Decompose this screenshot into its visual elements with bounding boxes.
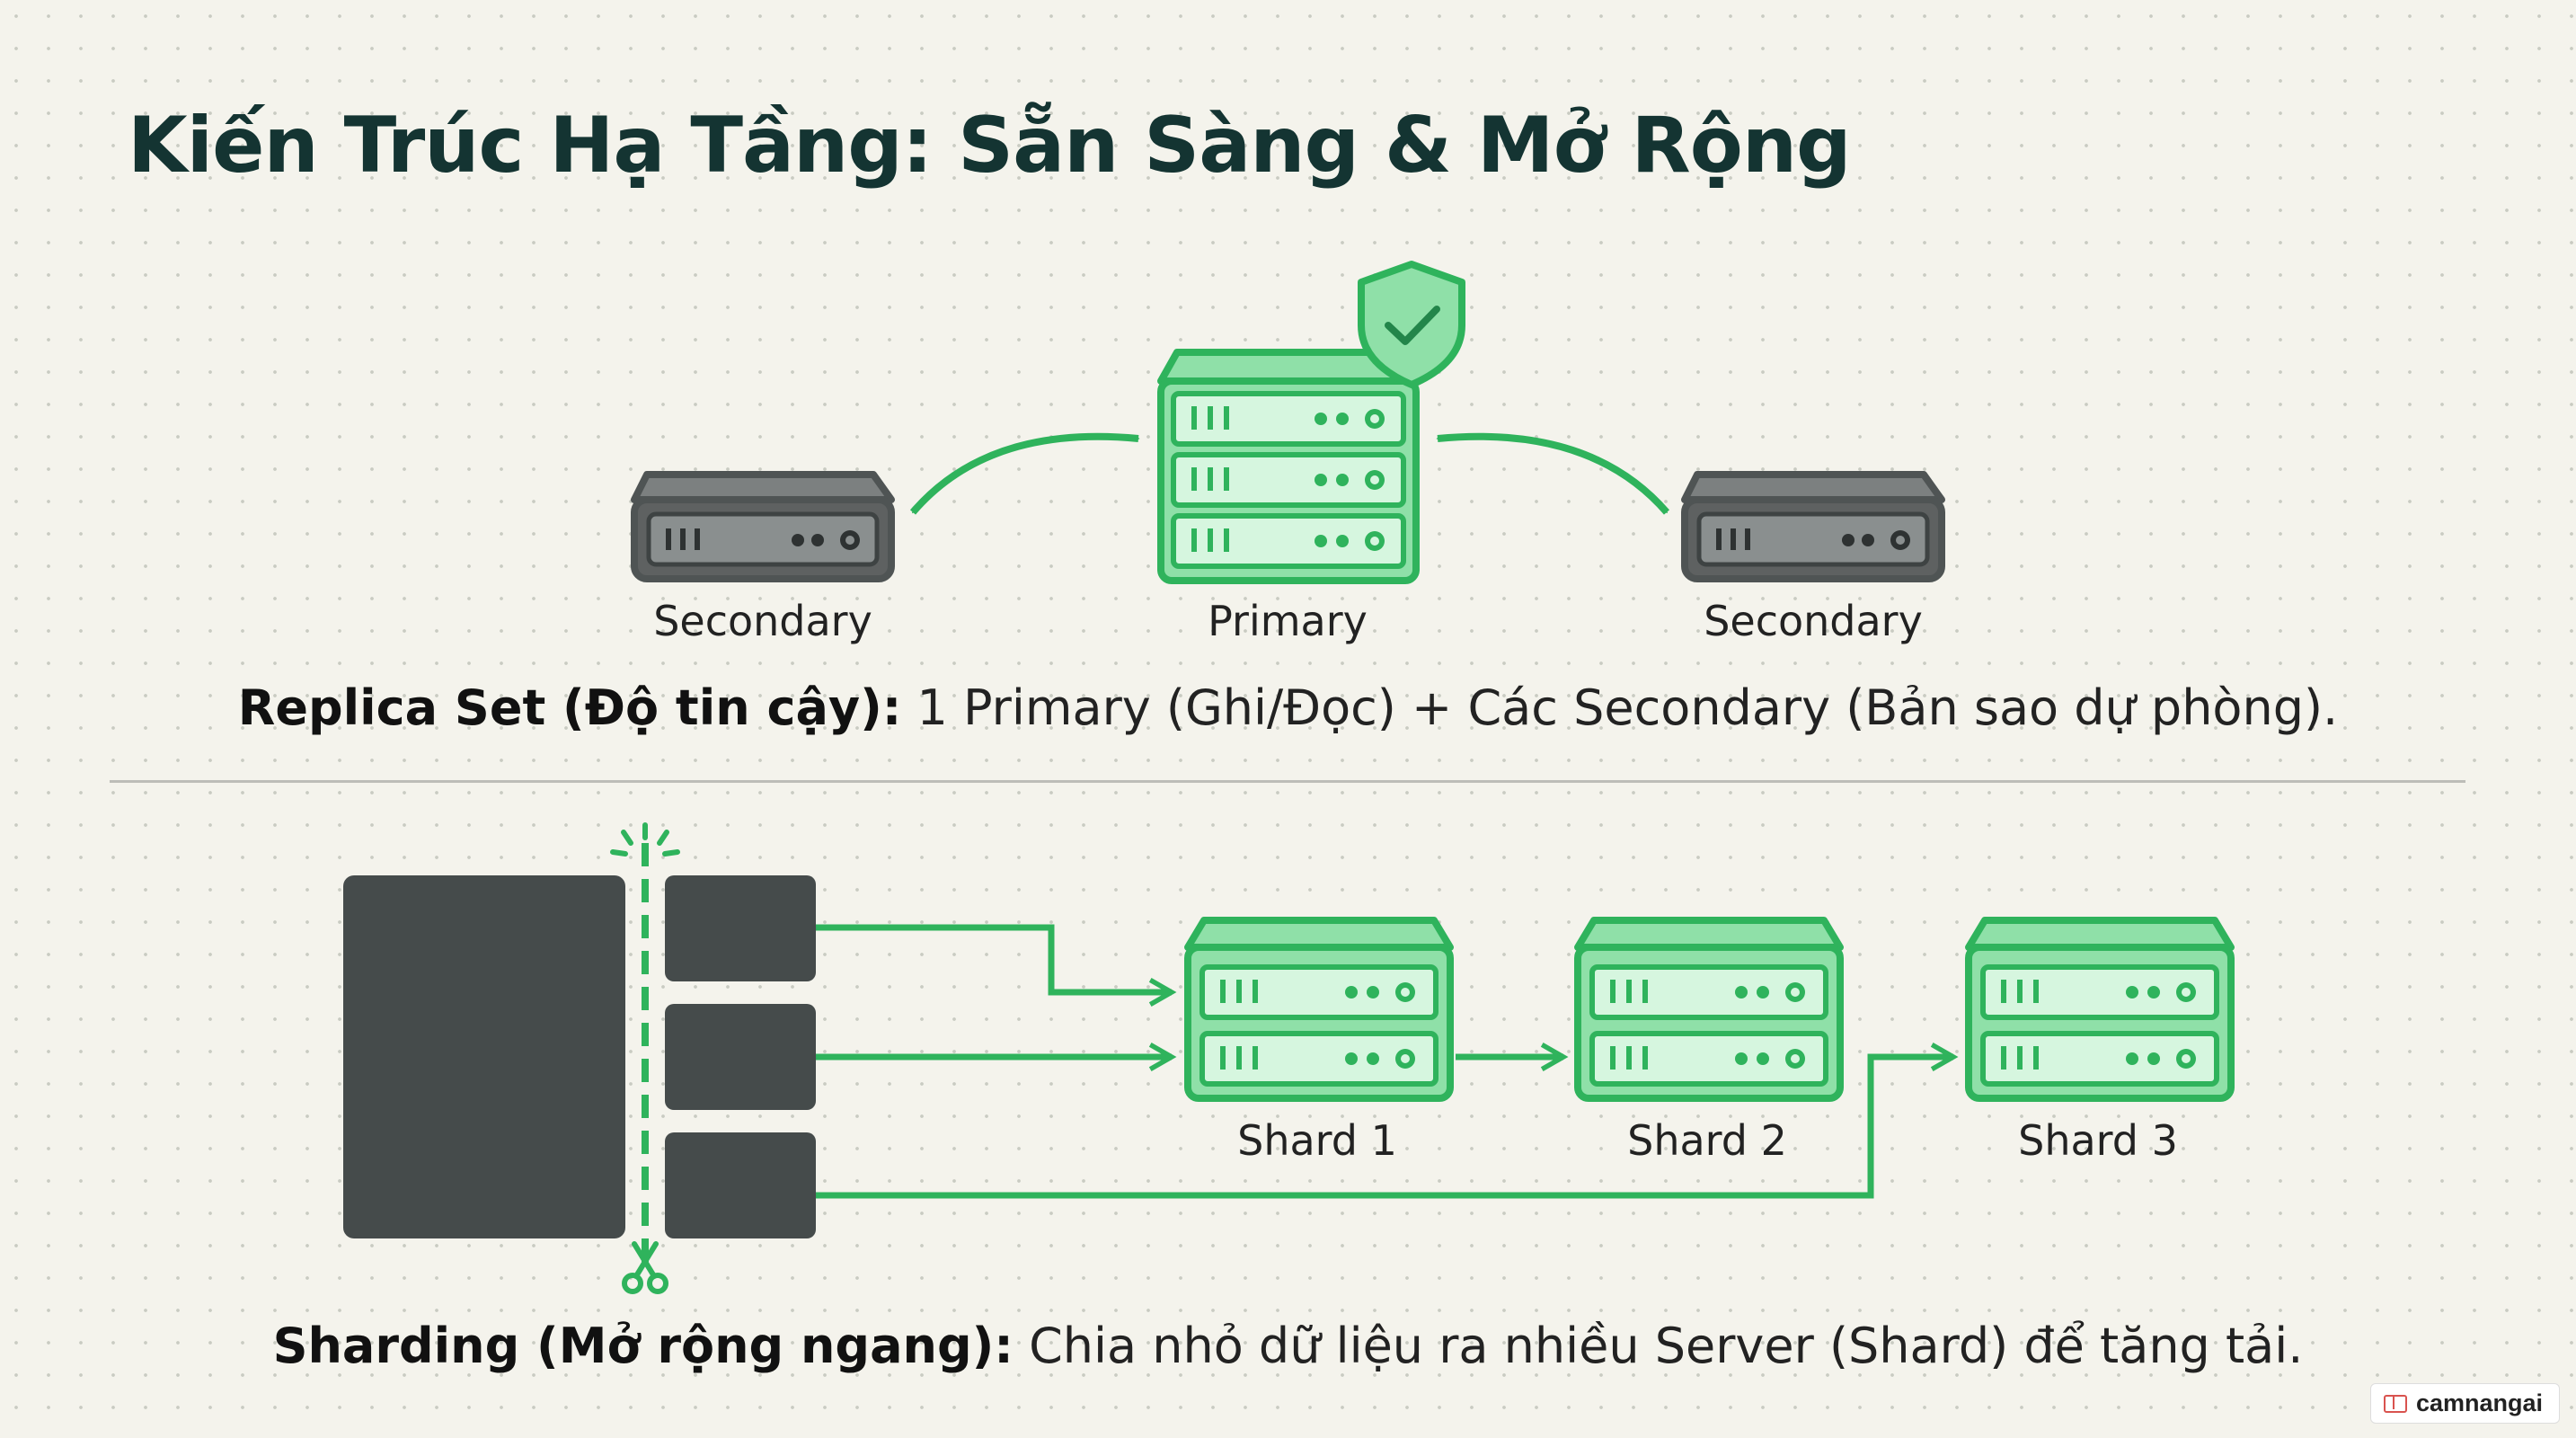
sharding-caption: Sharding (Mở rộng ngang): Chia nhỏ dữ li… [0,1318,2576,1374]
secondary-server-right-icon [1681,471,1945,582]
replica-caption: Replica Set (Độ tin cậy): 1 Primary (Ghi… [0,679,2576,736]
cut-spark-icon [610,822,680,857]
replica-caption-text: 1 Primary (Ghi/Đọc) + Các Secondary (Bản… [901,679,2339,736]
watermark-badge: camnangai [2369,1383,2560,1424]
replica-arrow-right [1436,432,1670,515]
shard-label-1: Shard 1 [1237,1116,1397,1165]
primary-server-icon [1157,349,1420,584]
sharding-caption-text: Chia nhỏ dữ liệu ra nhiều Server (Shard)… [1013,1318,2304,1374]
scissors-icon [622,1241,668,1294]
shard-label-3: Shard 3 [2018,1116,2178,1165]
section-divider [110,780,2465,783]
shard-label-2: Shard 2 [1627,1116,1787,1165]
watermark-label: camnangai [2415,1389,2543,1416]
shard-arrow-1 [816,924,1177,1007]
shard-arrow-3 [816,1043,1959,1199]
sharding-caption-bold: Sharding (Mở rộng ngang): [272,1318,1014,1374]
secondary-server-left-icon [631,471,895,582]
shard-server-3-icon [1965,917,2235,1102]
data-block-icon [343,875,816,1238]
book-icon [2383,1394,2407,1413]
replica-caption-bold: Replica Set (Độ tin cậy): [237,679,902,736]
node-label-primary: Primary [1208,597,1368,645]
shard-server-2-icon [1574,917,1844,1102]
shard-server-1-icon [1184,917,1454,1102]
page-title: Kiến Trúc Hạ Tầng: Sẵn Sàng & Mở Rộng [128,101,1852,191]
replica-arrow-left [909,432,1140,515]
shield-check-icon [1358,261,1465,388]
node-label-secondary-right: Secondary [1704,597,1923,645]
node-label-secondary-left: Secondary [653,597,872,645]
